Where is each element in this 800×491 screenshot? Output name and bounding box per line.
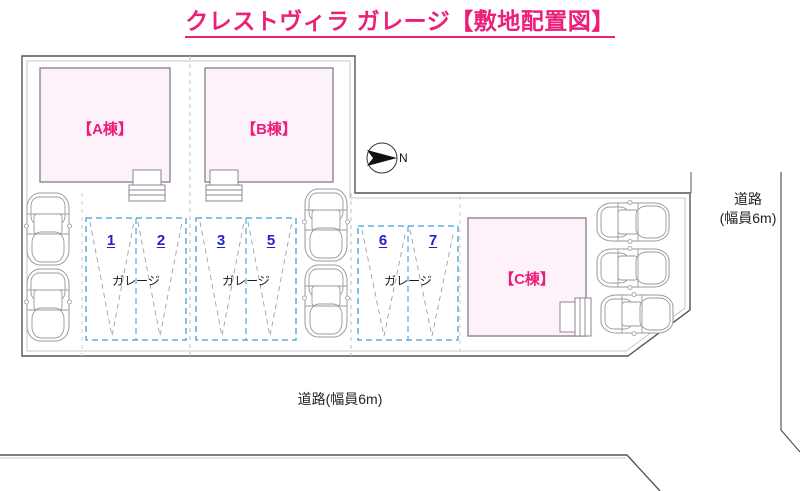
car-mid-1 [302,188,350,262]
garage-number-1[interactable]: 1 [106,232,116,249]
garage-number-7[interactable]: 7 [428,232,438,249]
entrance-steps-a [128,169,166,202]
garage-number-3[interactable]: 3 [216,232,226,249]
car-left-1 [24,192,72,266]
car-right-1 [596,200,670,244]
garage-number-5[interactable]: 5 [266,232,276,249]
building-label-b: 【B棟】 [241,121,297,138]
garage-number-2[interactable]: 2 [156,232,166,249]
building-label-a: 【A棟】 [77,121,133,138]
north-label: N [399,151,408,165]
garage-number-6[interactable]: 6 [378,232,388,249]
road-label-east: 道路 (幅員6m) [700,190,796,228]
page-title: クレストヴィラ ガレージ【敷地配置図】 [0,8,800,39]
road-label-south: 道路(幅員6m) [250,390,430,409]
road-label-east-line1: 道路 [734,191,762,207]
car-left-2 [24,268,72,342]
page-title-text: クレストヴィラ ガレージ【敷地配置図】 [185,8,615,39]
north-arrow-icon [366,142,398,174]
entrance-steps-c [559,297,592,337]
car-mid-2 [302,264,350,338]
garage-block-1[interactable] [85,217,187,341]
building-label-c: 【C棟】 [499,271,555,288]
garage-label-2: ガレージ [222,274,270,288]
building-a[interactable] [39,67,171,183]
garage-block-2[interactable] [195,217,297,341]
entrance-steps-b [205,169,243,202]
garage-label-1: ガレージ [112,274,160,288]
road-label-south-line1: 道路(幅員6m) [297,391,383,407]
building-b[interactable] [204,67,334,183]
car-right-2 [596,246,670,290]
road-edges [0,172,800,491]
site-boundary [21,55,691,357]
garage-label-3: ガレージ [384,274,432,288]
road-label-east-line2: (幅員6m) [719,209,777,226]
car-right-3 [600,292,674,336]
plot-divider-lines [81,56,461,356]
garage-block-3[interactable] [357,225,459,341]
